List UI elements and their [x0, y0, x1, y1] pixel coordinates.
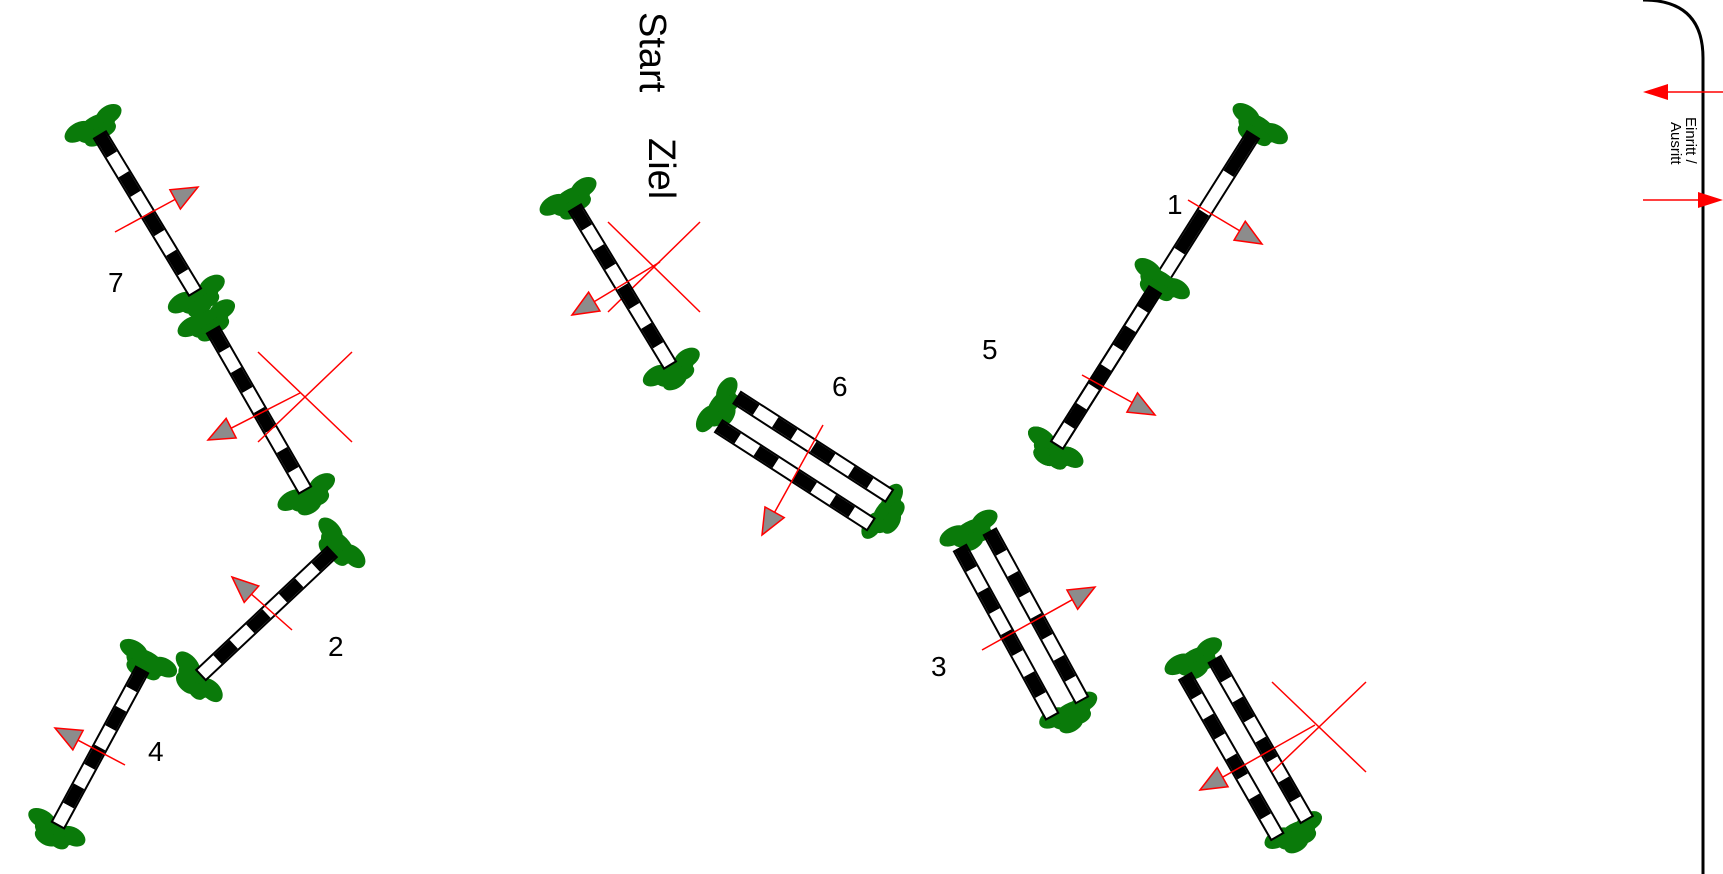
obstacle-number-2: 2 [328, 631, 344, 662]
entrance-label: Einritt / [1682, 117, 1699, 165]
obstacle-number-5: 5 [982, 334, 998, 365]
ziel-label: Ziel [640, 138, 682, 199]
obstacle-3 [935, 504, 1107, 745]
obstacle-number-6: 6 [832, 371, 848, 402]
crossing-marks [257, 351, 1367, 773]
obstacle-number-7: 7 [108, 267, 124, 298]
direction-arrow-8 [570, 261, 661, 316]
arena-border [1642, 0, 1705, 874]
start-label: Start [631, 12, 673, 93]
obstacles [18, 98, 1332, 865]
exit-label: Ausritt [1667, 122, 1684, 165]
obstacle-number-4: 4 [148, 736, 164, 767]
obstacle-number-1: 1 [1167, 189, 1183, 220]
direction-arrow-2 [230, 575, 293, 631]
obstacle-10 [1160, 632, 1332, 865]
direction-arrow-3 [981, 586, 1097, 651]
obstacle-2 [161, 512, 371, 715]
direction-arrow-7 [114, 186, 200, 233]
obstacle-number-3: 3 [931, 651, 947, 682]
obstacle-6 [691, 372, 918, 550]
entrance-exit-arrows [1643, 84, 1723, 208]
obstacle-8 [535, 171, 710, 403]
direction-arrow-5 [1081, 374, 1157, 416]
direction-arrow-1 [1187, 199, 1264, 245]
direction-arrow-9 [206, 392, 301, 441]
direction-arrow-6 [761, 424, 824, 537]
direction-arrow-4 [53, 727, 126, 766]
obstacle-4 [18, 634, 182, 862]
direction-arrows [53, 186, 1316, 791]
obstacle-7 [60, 98, 235, 330]
obstacle-5 [1017, 253, 1195, 483]
direction-arrow-10 [1198, 724, 1316, 791]
